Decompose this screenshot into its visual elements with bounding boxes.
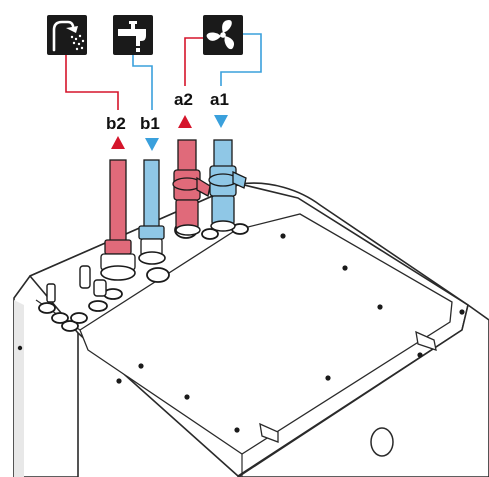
screw: [116, 378, 122, 384]
a2-connector-line: [184, 37, 203, 86]
shower-icon-drops: [70, 34, 85, 51]
b1-connector-line: [132, 55, 153, 110]
clip-bottom: [259, 422, 279, 443]
port: [61, 320, 79, 332]
screw: [184, 394, 190, 400]
clip-right: [415, 330, 437, 351]
port: [51, 312, 69, 324]
fittings: [46, 265, 107, 303]
tap-icon-handle: [129, 21, 137, 24]
port: [70, 312, 88, 324]
port: [38, 302, 56, 314]
port: [201, 228, 219, 240]
fan-icon: [203, 15, 243, 55]
unit-top-right-curve: [239, 182, 469, 306]
pipe-b1: [138, 159, 166, 265]
fitting: [79, 265, 91, 289]
pipe-a1: [208, 139, 247, 232]
screws: [17, 233, 465, 433]
pipe-a1-lower: [211, 195, 235, 225]
b2-arrow-up: [111, 136, 125, 149]
screw: [138, 363, 144, 369]
pipe-a1-base: [210, 220, 236, 232]
clips: [259, 330, 437, 443]
service-port: [370, 427, 394, 457]
port: [88, 300, 108, 312]
b2-connector-line: [65, 55, 119, 110]
screw: [417, 352, 423, 358]
tap-icon-drop: [136, 48, 140, 52]
pipe-a2-base: [175, 224, 201, 236]
fan-icon-blades: [206, 20, 235, 50]
port: [146, 267, 170, 283]
pipe-a2-handle: [196, 176, 211, 197]
screw: [17, 345, 23, 351]
pipe-b1-nut: [138, 225, 165, 240]
label-a2: a2: [174, 90, 193, 109]
shower-icon-head: [66, 26, 78, 33]
pipe-b2-base: [100, 265, 136, 281]
shower-icon-bg: [47, 15, 87, 55]
side-shadow: [14, 300, 24, 477]
shower-icon-pipe: [52, 20, 75, 52]
tap-icon-stem: [131, 23, 135, 29]
tap-icon: [113, 15, 153, 55]
pipe-a2: [172, 139, 211, 236]
a1-arrow-down: [214, 115, 228, 128]
pipe-a2-lower: [175, 199, 199, 229]
pipe-b1-base: [138, 251, 166, 265]
label-a1: a1: [210, 90, 229, 109]
unit-right-panel: [237, 304, 489, 477]
a2-arrow-up: [178, 115, 192, 128]
pipe-b1-body: [143, 159, 160, 235]
pipe-b2: [100, 159, 136, 281]
a1-connector-line: [220, 33, 262, 86]
shower-icon: [47, 15, 87, 55]
fitting: [93, 279, 107, 297]
screw: [459, 309, 465, 315]
fitting: [46, 283, 56, 303]
screw: [342, 265, 348, 271]
pipe-a1-handle: [232, 170, 247, 189]
screw: [325, 375, 331, 381]
b1-arrow-down: [145, 138, 159, 151]
screw: [280, 233, 286, 239]
pipe-b2-nut: [104, 239, 132, 255]
label-b2: b2: [106, 114, 126, 133]
screw: [377, 304, 383, 310]
label-b1: b1: [140, 114, 160, 133]
tap-icon-body: [118, 29, 146, 46]
screw: [234, 427, 240, 433]
